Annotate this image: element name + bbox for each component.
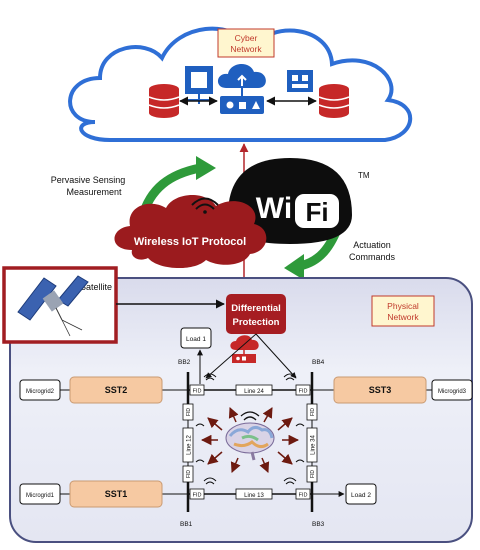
bb3-label: BB3	[312, 521, 325, 528]
sensing-label-line2: Measurement	[66, 187, 122, 197]
wifi-trademark: TM	[358, 171, 370, 180]
brain-wireless-icon	[240, 411, 260, 421]
physical-title-line2: Network	[387, 312, 419, 322]
fid-bb2-east: FID	[189, 384, 205, 396]
fid-bb1-east: FID	[189, 488, 205, 500]
fid-label: FID	[299, 493, 308, 499]
bb2-label: BB2	[178, 359, 191, 366]
diff-protection-line2: Protection	[233, 317, 280, 328]
line12-box: Line 12	[182, 427, 194, 463]
actuation-label-line2: Commands	[349, 252, 396, 262]
microgrid3-box: Microgrid3	[431, 379, 473, 401]
iot-device-icon	[287, 70, 313, 92]
fid-bb2-south: FID	[182, 403, 194, 421]
sst3-label: SST3	[369, 385, 392, 395]
fid-label: FID	[310, 408, 316, 416]
microgrid2-label: Microgrid2	[26, 389, 55, 395]
bb4-label: BB4	[312, 359, 325, 366]
brain-control-arrows	[200, 407, 300, 473]
load1-label: Load 1	[186, 336, 206, 343]
cyber-title-line1: Cyber	[235, 33, 258, 43]
fid-bb1-north: FID	[182, 465, 194, 483]
sst1-box: SST1	[69, 480, 163, 508]
cloud-network-icon	[217, 63, 266, 114]
actuation-label-line1: Actuation	[353, 240, 391, 250]
fid-label: FID	[193, 493, 202, 499]
microgrid1-box: Microgrid1	[19, 483, 61, 505]
load2-box: Load 2	[345, 483, 377, 505]
microgrid1-label: Microgrid1	[26, 493, 55, 499]
line13-label: Line 13	[244, 493, 264, 499]
physical-network-panel	[9, 277, 473, 543]
line13-box: Line 13	[235, 488, 273, 500]
differential-protection-box: Differential Protection	[226, 294, 286, 334]
load1-box: Load 1	[180, 327, 212, 349]
line34-box: Line 34	[306, 427, 318, 463]
wifi-logo-icon: Wi Fi TM	[228, 158, 370, 244]
physical-title-line1: Physical	[387, 301, 419, 311]
satellite-label: Satellite	[80, 282, 112, 292]
wifi-brand-text: Wi	[256, 192, 292, 225]
iot-protocol-cloud: Wireless IoT Protocol	[114, 194, 267, 269]
cyber-title-line2: Network	[230, 44, 262, 54]
line24-label: Line 24	[244, 389, 264, 395]
line24-box: Line 24	[235, 384, 273, 396]
sensing-label-line1: Pervasive Sensing	[51, 175, 126, 185]
fid-wireless-icons	[195, 373, 305, 485]
fid-label: FID	[186, 470, 192, 478]
database-right-icon	[318, 84, 350, 118]
cyber-network-title: Cyber Network	[217, 28, 275, 58]
bb1-label: BB1	[180, 521, 193, 528]
microgrid3-label: Microgrid3	[438, 389, 467, 395]
physical-network-title: Physical Network	[371, 295, 435, 327]
line12-label: Line 12	[187, 434, 193, 454]
fid-label: FID	[193, 389, 202, 395]
sst2-label: SST2	[105, 385, 128, 395]
wireless-signal-icon	[191, 197, 219, 214]
fid-bb3-north: FID	[306, 465, 318, 483]
sst2-box: SST2	[69, 376, 163, 404]
brain-ai-icon	[225, 422, 275, 461]
satellite-icon	[17, 275, 89, 337]
diff-protection-line1: Differential	[231, 303, 281, 314]
iot-protocol-label: Wireless IoT Protocol	[134, 236, 246, 248]
sst1-label: SST1	[105, 489, 128, 499]
database-left-icon	[148, 84, 180, 118]
fid-bb4-south: FID	[306, 403, 318, 421]
wifi-brand-text-2: Fi	[305, 197, 328, 227]
fid-label: FID	[299, 389, 308, 395]
fid-bb4-west: FID	[295, 384, 311, 396]
line34-label: Line 34	[311, 434, 317, 454]
diff-link-right	[255, 333, 297, 379]
fid-label: FID	[310, 470, 316, 478]
microgrid2-box: Microgrid2	[19, 379, 61, 401]
load2-label: Load 2	[351, 492, 371, 499]
fid-bb3-west: FID	[295, 488, 311, 500]
diff-link-left	[205, 333, 257, 379]
protection-cloud-icon	[230, 335, 259, 363]
sst3-box: SST3	[333, 376, 427, 404]
fid-label: FID	[186, 408, 192, 416]
